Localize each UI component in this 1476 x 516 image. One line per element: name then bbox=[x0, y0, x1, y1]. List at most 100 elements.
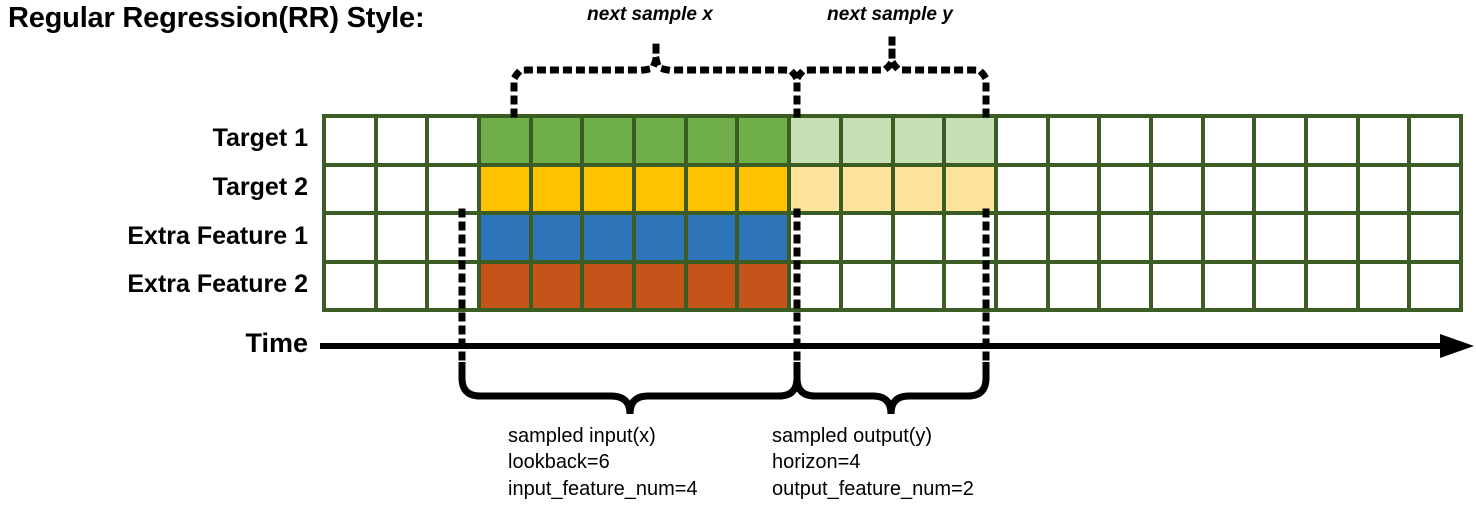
grid-cell bbox=[1411, 263, 1459, 308]
row-label-target-2: Target 2 bbox=[212, 173, 308, 201]
page-title: Regular Regression(RR) Style: bbox=[8, 2, 425, 34]
grid-cell bbox=[1359, 263, 1408, 308]
grid-cell bbox=[377, 263, 426, 308]
grid-cell bbox=[326, 118, 374, 163]
grid-cell bbox=[1049, 263, 1098, 308]
description-sampled-output: sampled output(y) horizon=4 output_featu… bbox=[772, 423, 974, 502]
grid-cell bbox=[1204, 166, 1253, 211]
solid-brace-sampled-input bbox=[458, 362, 801, 415]
grid-cell bbox=[1204, 215, 1253, 260]
row-label-target-1: Target 1 bbox=[212, 124, 308, 152]
grid-cell bbox=[894, 263, 943, 308]
grid-cell bbox=[326, 263, 374, 308]
grid-cell bbox=[1204, 263, 1253, 308]
grid-cell bbox=[1411, 166, 1459, 211]
grid-cell bbox=[636, 118, 684, 163]
grid-cell bbox=[584, 118, 633, 163]
grid-cell bbox=[739, 118, 788, 163]
grid-cell bbox=[687, 118, 736, 163]
grid-cell bbox=[636, 166, 684, 211]
grid-cell bbox=[1049, 118, 1098, 163]
grid-cell bbox=[739, 263, 788, 308]
grid-cell bbox=[1152, 215, 1201, 260]
grid-cell bbox=[1307, 263, 1356, 308]
sampled-output-horizon: horizon=4 bbox=[772, 451, 861, 474]
grid-cell bbox=[1204, 118, 1253, 163]
dotted-brace-next-sample-y bbox=[793, 36, 990, 118]
grid-cell bbox=[1256, 118, 1304, 163]
grid-cell bbox=[1101, 166, 1149, 211]
sampled-output-feature-num: output_feature_num=2 bbox=[772, 477, 974, 500]
time-axis-label: Time bbox=[245, 328, 308, 358]
grid-cell bbox=[429, 263, 478, 308]
grid-cell bbox=[1359, 166, 1408, 211]
annotation-next-sample-x: next sample x bbox=[587, 4, 713, 25]
grid-cell bbox=[1307, 166, 1356, 211]
grid-cell bbox=[791, 118, 839, 163]
sampled-output-title: sampled output(y) bbox=[772, 425, 933, 447]
dotted-brace-next-sample-x bbox=[510, 36, 801, 118]
grid-cell bbox=[481, 118, 529, 163]
grid-cell bbox=[1256, 215, 1304, 260]
grid-cell bbox=[739, 215, 788, 260]
grid-cell bbox=[1152, 166, 1201, 211]
grid-cell bbox=[532, 215, 581, 260]
grid-cell bbox=[1101, 215, 1149, 260]
grid-cell bbox=[481, 166, 529, 211]
description-sampled-input: sampled input(x) lookback=6 input_featur… bbox=[508, 423, 698, 502]
annotation-next-sample-y: next sample y bbox=[827, 4, 953, 25]
sampled-input-feature-num: input_feature_num=4 bbox=[508, 477, 698, 500]
grid-cell bbox=[997, 166, 1046, 211]
grid-cell bbox=[1152, 263, 1201, 308]
grid-cell bbox=[997, 215, 1046, 260]
grid-cell bbox=[842, 263, 891, 308]
grid-cell bbox=[842, 215, 891, 260]
grid-cell bbox=[894, 215, 943, 260]
grid-cell bbox=[842, 166, 891, 211]
grid-cell bbox=[636, 263, 684, 308]
grid-cell bbox=[1152, 118, 1201, 163]
grid-cell bbox=[1411, 118, 1459, 163]
grid-cell bbox=[997, 118, 1046, 163]
grid-cell bbox=[532, 118, 581, 163]
grid-cell bbox=[1049, 215, 1098, 260]
sampled-input-lookback: lookback=6 bbox=[508, 451, 610, 474]
grid-cell bbox=[1049, 166, 1098, 211]
grid-cell bbox=[791, 166, 839, 211]
grid-cell bbox=[326, 215, 374, 260]
grid-cell bbox=[377, 166, 426, 211]
grid-cell bbox=[481, 215, 529, 260]
row-label-extra-feature-2: Extra Feature 2 bbox=[127, 270, 308, 298]
grid-cell bbox=[894, 118, 943, 163]
grid-cell bbox=[429, 215, 478, 260]
grid-cell bbox=[481, 263, 529, 308]
dotted-guide-lines bbox=[458, 208, 990, 366]
grid-cell bbox=[584, 166, 633, 211]
grid-cell bbox=[842, 118, 891, 163]
time-axis-arrow bbox=[320, 334, 1474, 358]
grid-cell bbox=[532, 166, 581, 211]
grid-cell bbox=[894, 166, 943, 211]
grid-cell bbox=[946, 166, 994, 211]
row-label-extra-feature-1: Extra Feature 1 bbox=[127, 222, 308, 250]
grid-cell bbox=[429, 118, 478, 163]
sampled-input-title: sampled input(x) bbox=[508, 425, 656, 447]
grid-cell bbox=[1307, 215, 1356, 260]
grid-cell bbox=[584, 263, 633, 308]
grid-cell bbox=[532, 263, 581, 308]
grid-cell bbox=[1359, 118, 1408, 163]
grid-cell bbox=[687, 263, 736, 308]
grid-cell bbox=[429, 166, 478, 211]
grid-cell bbox=[1307, 118, 1356, 163]
grid-cell bbox=[1359, 215, 1408, 260]
timeseries-grid bbox=[322, 114, 1463, 312]
grid-cell bbox=[739, 166, 788, 211]
grid-cell bbox=[1101, 263, 1149, 308]
grid-cell bbox=[1256, 263, 1304, 308]
grid-cell bbox=[687, 166, 736, 211]
grid-cell bbox=[997, 263, 1046, 308]
grid-cell bbox=[584, 215, 633, 260]
grid-cell bbox=[326, 166, 374, 211]
